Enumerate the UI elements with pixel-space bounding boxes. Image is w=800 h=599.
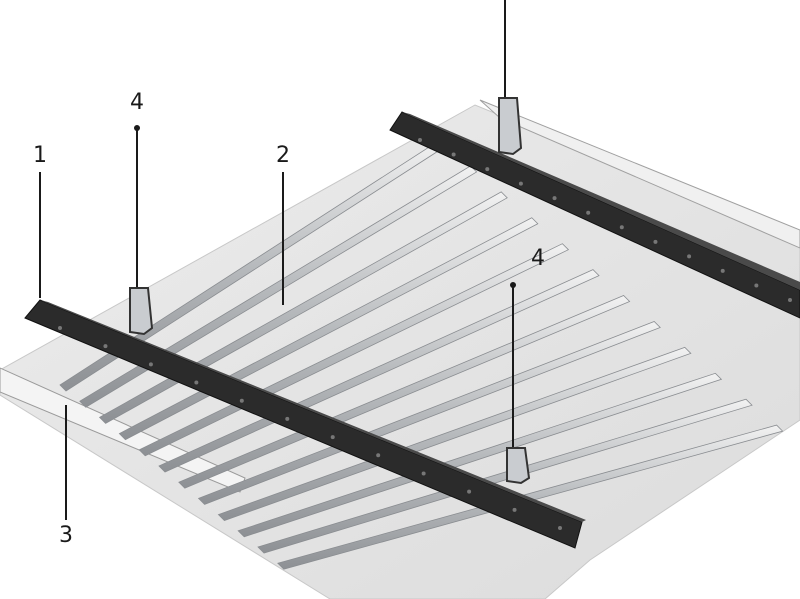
slat bbox=[217, 346, 692, 522]
slat bbox=[79, 165, 478, 408]
hanger-right bbox=[506, 283, 531, 485]
rail-hole bbox=[330, 435, 335, 440]
rail-hole bbox=[518, 181, 523, 186]
rail-hole bbox=[720, 268, 725, 273]
rail-holes bbox=[58, 138, 792, 530]
carrier-rail-back bbox=[389, 111, 800, 319]
callout-1: 1 bbox=[33, 143, 47, 168]
rail-hole bbox=[586, 210, 591, 215]
hanger-left bbox=[129, 128, 154, 336]
rail-hole bbox=[653, 239, 658, 244]
slat bbox=[257, 398, 753, 554]
rail-hole bbox=[512, 507, 517, 512]
rail-hole bbox=[619, 225, 624, 230]
slat bbox=[237, 372, 723, 538]
rail-hole bbox=[148, 362, 153, 367]
rail-hole bbox=[194, 380, 199, 385]
callout-3: 3 bbox=[59, 523, 73, 548]
rail-hole bbox=[467, 489, 472, 494]
slat bbox=[158, 269, 600, 473]
edge-trim-right bbox=[479, 99, 800, 249]
rail-hole bbox=[103, 344, 108, 349]
rail-hole bbox=[376, 453, 381, 458]
rail-hole bbox=[421, 471, 426, 476]
rail-hole bbox=[285, 416, 290, 421]
rail-hole bbox=[558, 526, 562, 530]
callout-leaders bbox=[39, 172, 284, 520]
rail-hole bbox=[788, 298, 792, 302]
hanger-back bbox=[498, 0, 523, 156]
hanger-top-left-dot bbox=[134, 125, 140, 131]
rail-hole bbox=[485, 167, 490, 172]
carrier-rail-front-top bbox=[40, 300, 586, 522]
rail-hole bbox=[418, 138, 422, 142]
carrier-rail-back-top bbox=[402, 112, 800, 290]
rail-hole bbox=[239, 398, 244, 403]
rail-hole bbox=[687, 254, 692, 259]
callout-4-left: 4 bbox=[130, 90, 144, 115]
rail-hole bbox=[58, 326, 62, 330]
rail-hole bbox=[451, 152, 456, 157]
slat bbox=[277, 424, 784, 570]
slat bbox=[178, 295, 631, 489]
callout-2: 2 bbox=[276, 143, 290, 168]
rail-hole bbox=[552, 196, 557, 201]
hanger-top-right-dot bbox=[510, 282, 516, 288]
slat bbox=[197, 320, 661, 505]
callout-4-right: 4 bbox=[531, 246, 545, 271]
rail-hole bbox=[754, 283, 759, 288]
